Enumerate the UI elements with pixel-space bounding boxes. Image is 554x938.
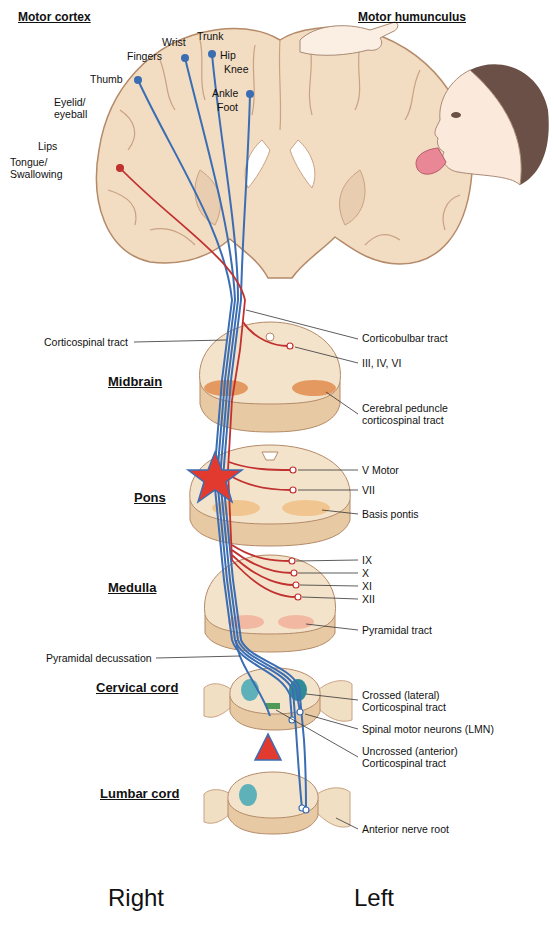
leader-lines [134, 310, 358, 829]
body-part-label: Eyelid/ eyeball [54, 96, 98, 120]
section-heading: Motor humunculus [358, 10, 466, 24]
brain-section [97, 27, 473, 278]
nerve-label: VII [362, 484, 375, 496]
tract-label: Corticobulbar tract [362, 332, 448, 344]
anterior-tract [266, 703, 280, 709]
body-part-label: Lips [38, 140, 57, 152]
lumbar-section [228, 772, 318, 818]
pyramid [278, 615, 314, 629]
nerve-root [318, 681, 352, 722]
nerve-root [316, 788, 350, 827]
tract-label: Corticospinal tract [44, 336, 128, 348]
gray-matter [239, 784, 257, 806]
ventricle [290, 140, 315, 188]
nerve-label: X [362, 567, 369, 579]
cervical-section [230, 668, 320, 714]
lower-motor-neurons [289, 709, 309, 813]
body-part-label: Knee [224, 63, 249, 75]
tract-label: Uncrossed (anterior) Corticospinal tract [362, 745, 482, 769]
level-heading: Cervical cord [96, 680, 178, 695]
cerebral-peduncle [292, 380, 336, 396]
hand-figure [300, 22, 398, 55]
body-part-label: Tongue/ Swallowing [10, 156, 74, 180]
fourth-ventricle [262, 452, 278, 460]
body-part-label: Trunk [197, 30, 223, 42]
nerve-label: V Motor [362, 464, 399, 476]
level-heading: Pons [134, 490, 166, 505]
nerve-label: III, IV, VI [362, 357, 401, 369]
section-heading: Motor cortex [18, 10, 91, 24]
structure-label: Pyramidal decussation [46, 652, 152, 664]
body-part-label: Wrist [162, 36, 186, 48]
cranial-nuclei [287, 343, 301, 600]
gray-matter [241, 679, 259, 701]
gyri [108, 40, 460, 245]
face-figure [435, 70, 521, 185]
nerve-label: IX [362, 554, 372, 566]
body-part-label: Foot [217, 101, 238, 113]
nerve-label: XII [362, 593, 375, 605]
cortex-neuron [116, 164, 124, 172]
level-heading: Midbrain [108, 374, 162, 389]
lesion-triangle [255, 734, 281, 760]
nerve-root [204, 684, 232, 718]
structure-label: Cerebral peduncle corticospinal tract [362, 402, 482, 426]
structure-label: Anterior nerve root [362, 823, 449, 835]
medulla-section [204, 555, 335, 634]
level-heading: Lumbar cord [100, 786, 179, 801]
body-part-label: Ankle [212, 87, 238, 99]
lesion-star [188, 452, 242, 502]
side-label: Left [354, 884, 394, 912]
aqueduct [266, 333, 274, 341]
eye [451, 112, 461, 118]
tongue-figure [416, 148, 446, 174]
tract-label: Crossed (lateral) Corticospinal tract [362, 689, 482, 713]
basis-pontis [282, 500, 330, 516]
structure-label: Basis pontis [362, 508, 419, 520]
body-part-label: Hip [220, 49, 236, 61]
corticospinal-fibers [138, 54, 306, 810]
tract-label: Pyramidal tract [362, 624, 432, 636]
side-label: Right [108, 884, 164, 912]
level-heading: Medulla [108, 580, 156, 595]
body-part-label: Fingers [127, 50, 162, 62]
nerve-label: XI [362, 580, 372, 592]
structure-label: Spinal motor neurons (LMN) [362, 723, 494, 735]
body-part-label: Thumb [90, 73, 123, 85]
basal-ganglia [340, 170, 365, 225]
